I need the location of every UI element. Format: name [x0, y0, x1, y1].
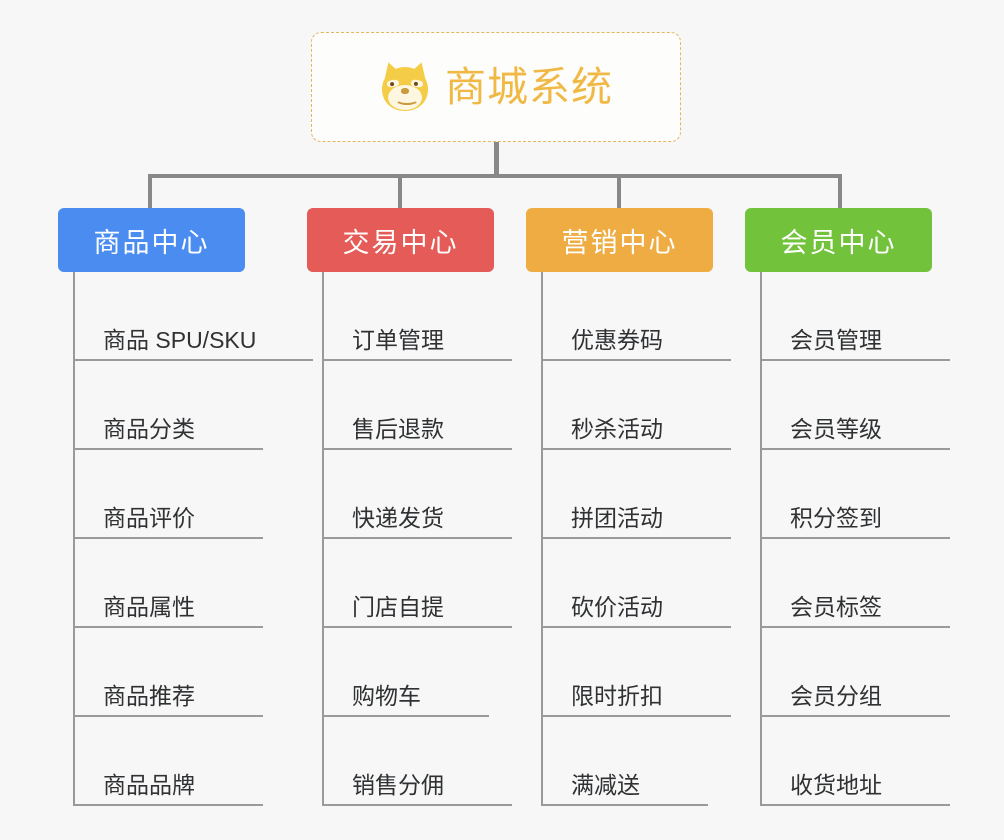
leaf-item-label: 限时折扣 — [541, 683, 731, 717]
leaf-item[interactable]: 快递发货 — [322, 450, 512, 539]
leaf-item-label: 秒杀活动 — [541, 416, 731, 450]
branch-header-label: 交易中心 — [342, 227, 459, 258]
leaf-item[interactable]: 秒杀活动 — [541, 361, 731, 450]
leaf-item[interactable]: 拼团活动 — [541, 450, 731, 539]
leaf-item[interactable]: 购物车 — [322, 628, 512, 717]
leaf-item[interactable]: 商品属性 — [73, 539, 313, 628]
leaf-item-label: 销售分佣 — [322, 772, 512, 806]
leaf-item-label: 订单管理 — [322, 327, 512, 361]
leaf-item-label: 会员分组 — [760, 683, 950, 717]
leaf-item-label: 购物车 — [322, 683, 489, 717]
connector-horizontal-bus — [148, 174, 842, 178]
branch-trade-center: 交易中心订单管理售后退款快递发货门店自提购物车销售分佣 — [307, 208, 512, 806]
leaf-item[interactable]: 订单管理 — [322, 272, 512, 361]
branch-product-center: 商品中心商品 SPU/SKU 商品分类商品评价商品属性商品推荐商品品牌 — [58, 208, 313, 806]
shiba-dog-icon — [378, 59, 432, 113]
connector-drop-product-center — [148, 174, 152, 210]
root-node[interactable]: 商城系统 — [311, 32, 681, 142]
leaf-item-label: 快递发货 — [322, 505, 512, 539]
leaf-item[interactable]: 商品品牌 — [73, 717, 313, 806]
leaf-list-member-center: 会员管理会员等级积分签到会员标签会员分组收货地址 — [760, 272, 950, 806]
leaf-item-label: 商品推荐 — [73, 683, 263, 717]
leaf-item-label: 商品评价 — [73, 505, 263, 539]
root-label: 商城系统 — [445, 63, 613, 110]
branch-spine-member-center — [760, 272, 762, 806]
leaf-item[interactable]: 会员分组 — [760, 628, 950, 717]
connector-root-stem — [494, 142, 499, 178]
leaf-item[interactable]: 商品推荐 — [73, 628, 313, 717]
leaf-item-label: 满减送 — [541, 772, 708, 806]
branch-header-label: 会员中心 — [780, 227, 897, 258]
branch-spine-marketing-center — [541, 272, 543, 806]
branch-header-label: 商品中心 — [93, 227, 210, 258]
leaf-item[interactable]: 砍价活动 — [541, 539, 731, 628]
leaf-item-label: 商品品牌 — [73, 772, 263, 806]
leaf-item-label: 积分签到 — [760, 505, 950, 539]
leaf-item[interactable]: 会员标签 — [760, 539, 950, 628]
leaf-item[interactable]: 限时折扣 — [541, 628, 731, 717]
leaf-item-label: 商品属性 — [73, 594, 263, 628]
branch-spine-product-center — [73, 272, 75, 806]
leaf-item-label: 售后退款 — [322, 416, 512, 450]
branch-header-marketing-center[interactable]: 营销中心 — [526, 208, 713, 272]
connector-drop-marketing-center — [617, 174, 621, 210]
branch-header-label: 营销中心 — [561, 227, 678, 258]
leaf-item[interactable]: 优惠券码 — [541, 272, 731, 361]
leaf-item-label: 商品 SPU/SKU — [73, 327, 313, 361]
leaf-item-label: 拼团活动 — [541, 505, 731, 539]
connector-drop-member-center — [838, 174, 842, 210]
connector-drop-trade-center — [398, 174, 402, 210]
branch-member-center: 会员中心会员管理会员等级积分签到会员标签会员分组收货地址 — [745, 208, 950, 806]
leaf-item[interactable]: 收货地址 — [760, 717, 950, 806]
branch-header-product-center[interactable]: 商品中心 — [58, 208, 245, 272]
leaf-item[interactable]: 商品 SPU/SKU — [73, 272, 313, 361]
leaf-list-product-center: 商品 SPU/SKU 商品分类商品评价商品属性商品推荐商品品牌 — [73, 272, 313, 806]
leaf-item-label: 商品分类 — [73, 416, 263, 450]
leaf-item-label: 会员管理 — [760, 327, 950, 361]
leaf-item-label: 优惠券码 — [541, 327, 731, 361]
branch-spine-trade-center — [322, 272, 324, 806]
leaf-item-label: 会员标签 — [760, 594, 950, 628]
leaf-item-label: 收货地址 — [760, 772, 950, 806]
leaf-item-label: 会员等级 — [760, 416, 950, 450]
leaf-item[interactable]: 积分签到 — [760, 450, 950, 539]
leaf-item[interactable]: 商品评价 — [73, 450, 313, 539]
branch-header-trade-center[interactable]: 交易中心 — [307, 208, 494, 272]
leaf-list-trade-center: 订单管理售后退款快递发货门店自提购物车销售分佣 — [322, 272, 512, 806]
leaf-item[interactable]: 会员等级 — [760, 361, 950, 450]
leaf-list-marketing-center: 优惠券码秒杀活动拼团活动砍价活动限时折扣满减送 — [541, 272, 731, 806]
leaf-item[interactable]: 满减送 — [541, 717, 731, 806]
leaf-item-label: 砍价活动 — [541, 594, 731, 628]
branch-header-member-center[interactable]: 会员中心 — [745, 208, 932, 272]
leaf-item[interactable]: 销售分佣 — [322, 717, 512, 806]
branch-marketing-center: 营销中心优惠券码秒杀活动拼团活动砍价活动限时折扣满减送 — [526, 208, 731, 806]
leaf-item[interactable]: 会员管理 — [760, 272, 950, 361]
leaf-item[interactable]: 门店自提 — [322, 539, 512, 628]
leaf-item-label: 门店自提 — [322, 594, 512, 628]
leaf-item[interactable]: 商品分类 — [73, 361, 313, 450]
leaf-item[interactable]: 售后退款 — [322, 361, 512, 450]
